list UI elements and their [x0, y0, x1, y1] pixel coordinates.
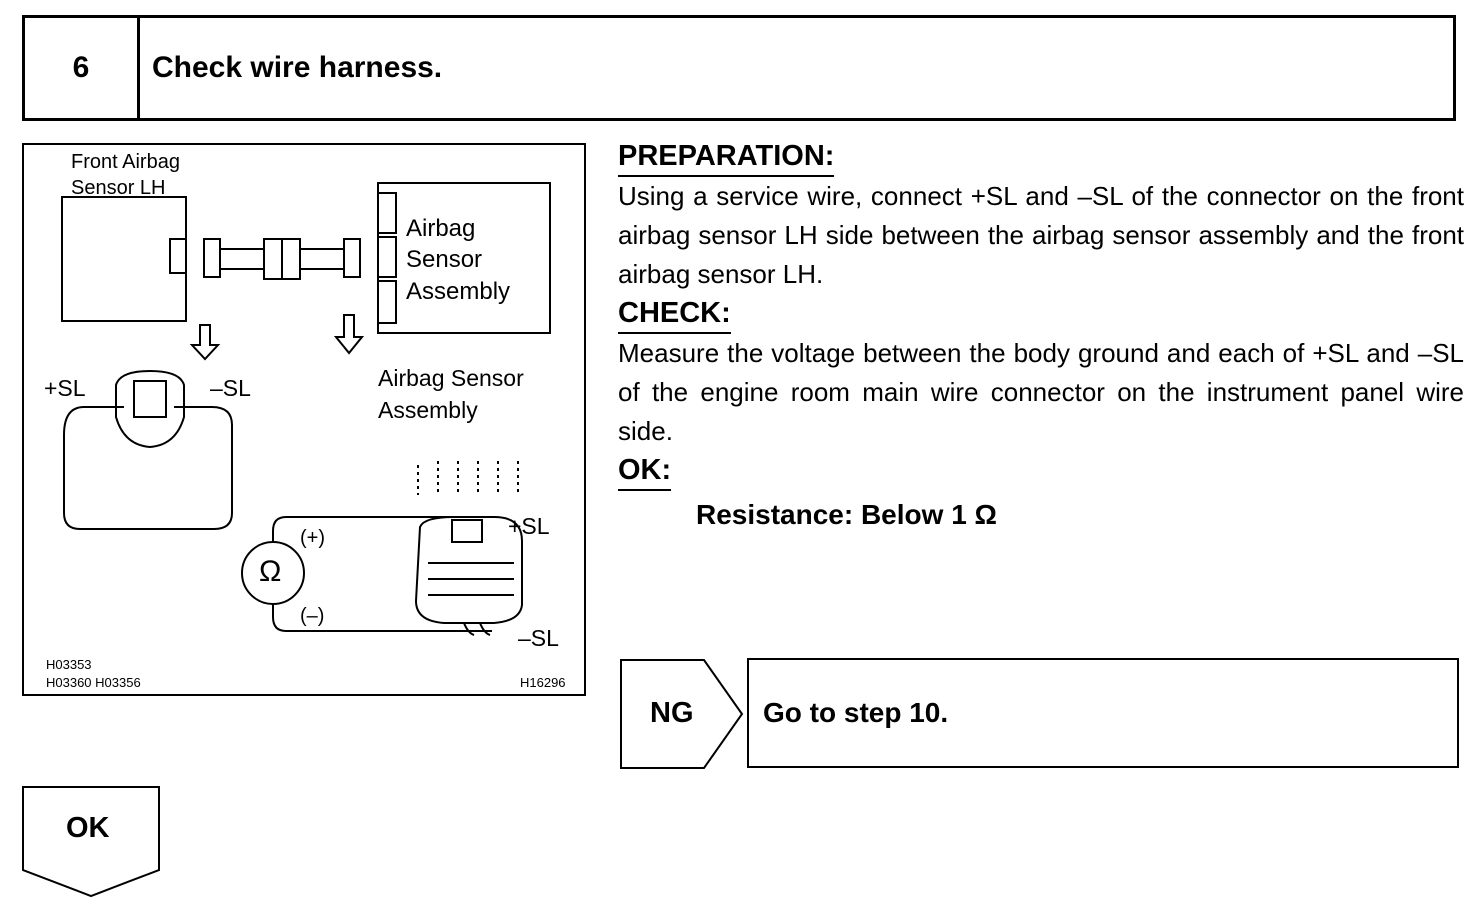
check-heading: CHECK:: [618, 294, 731, 334]
ok-spec-value: Resistance: Below 1 Ω: [696, 499, 997, 530]
plus-sl-label-left: +SL: [44, 375, 86, 401]
front-sensor-label-line2: Sensor LH: [71, 177, 166, 199]
meter-minus-label: (–): [300, 605, 325, 627]
ng-label: NG: [650, 697, 694, 729]
ok-branch-marker: OK: [22, 786, 160, 898]
assembly-label-line3: Assembly: [406, 278, 511, 305]
step-header: 6 Check wire harness.: [22, 15, 1456, 121]
assembly-connector-view: [414, 516, 523, 624]
wiring-illustration: Front Airbag Sensor LH Airbag Sensor Ass…: [22, 143, 586, 696]
preparation-text: Using a service wire, connect +SL and –S…: [618, 181, 1464, 289]
assembly-label-line2: Sensor: [406, 246, 483, 273]
front-connector-view: [115, 369, 185, 449]
meter-plus-label: (+): [300, 527, 325, 549]
down-arrow-left: [189, 324, 221, 361]
ng-arrow-shape: [620, 659, 744, 769]
minus-sl-label-left: –SL: [210, 375, 251, 401]
figure-code-3: H16296: [520, 675, 566, 690]
ok-arrow-shape: [22, 786, 160, 898]
figure-code-2: H03360 H03356: [46, 675, 141, 690]
assembly-view-label-line2: Assembly: [378, 397, 478, 423]
assembly-label-line1: Airbag: [406, 215, 476, 242]
preparation-heading: PREPARATION:: [618, 137, 835, 177]
ok-label: OK: [66, 812, 110, 844]
ng-action-box: Go to step 10.: [747, 658, 1459, 768]
down-arrow-right: [333, 314, 365, 355]
figure-code-1: H03353: [46, 657, 92, 672]
ng-action-text: Go to step 10.: [763, 697, 949, 728]
ohm-symbol: Ω: [259, 555, 282, 588]
ok-spec-heading: OK:: [618, 451, 672, 491]
front-sensor-label-line1: Front Airbag: [71, 151, 180, 173]
ng-branch-marker: NG: [620, 659, 744, 769]
harness-plug-right: [343, 238, 361, 278]
front-sensor-box: [61, 196, 187, 322]
assembly-view-label-line1: Airbag Sensor: [378, 365, 524, 391]
step-number: 6: [25, 18, 140, 118]
harness-plug-left: [203, 238, 221, 278]
instructions: PREPARATION: Using a service wire, conne…: [618, 137, 1464, 535]
minus-sl-label-right: –SL: [518, 625, 559, 651]
wiring-diagram-graphic: [61, 182, 551, 636]
step-title: Check wire harness.: [152, 51, 443, 84]
check-text: Measure the voltage between the body gro…: [618, 338, 1464, 446]
front-sensor-connector: [169, 238, 187, 274]
plus-sl-label-right: +SL: [508, 513, 550, 539]
